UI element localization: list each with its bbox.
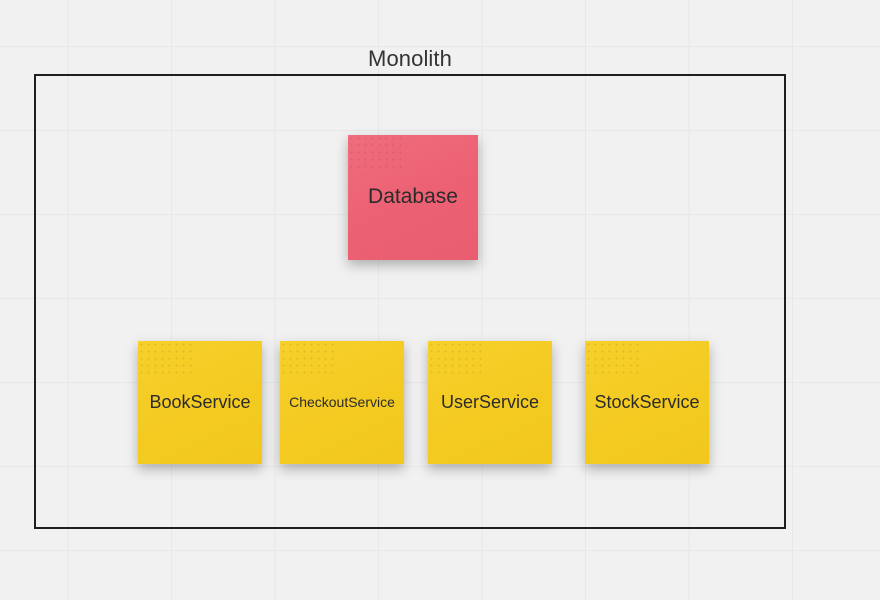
sticky-note-bookservice[interactable]: BookService bbox=[138, 341, 262, 464]
sticky-note-database[interactable]: Database bbox=[348, 135, 478, 260]
sticky-note-label: Database bbox=[368, 185, 458, 209]
sticky-note-label: BookService bbox=[149, 392, 251, 413]
sticky-note-label: CheckoutService bbox=[289, 394, 395, 411]
sticky-note-stockservice[interactable]: StockService bbox=[585, 341, 709, 464]
monolith-container-boundary[interactable] bbox=[34, 74, 786, 529]
sticky-note-label: UserService bbox=[440, 392, 540, 413]
monolith-title: Monolith bbox=[368, 46, 452, 71]
sticky-note-checkoutservice[interactable]: CheckoutService bbox=[280, 341, 404, 464]
sticky-note-userservice[interactable]: UserService bbox=[428, 341, 552, 464]
sticky-note-label: StockService bbox=[594, 392, 700, 413]
